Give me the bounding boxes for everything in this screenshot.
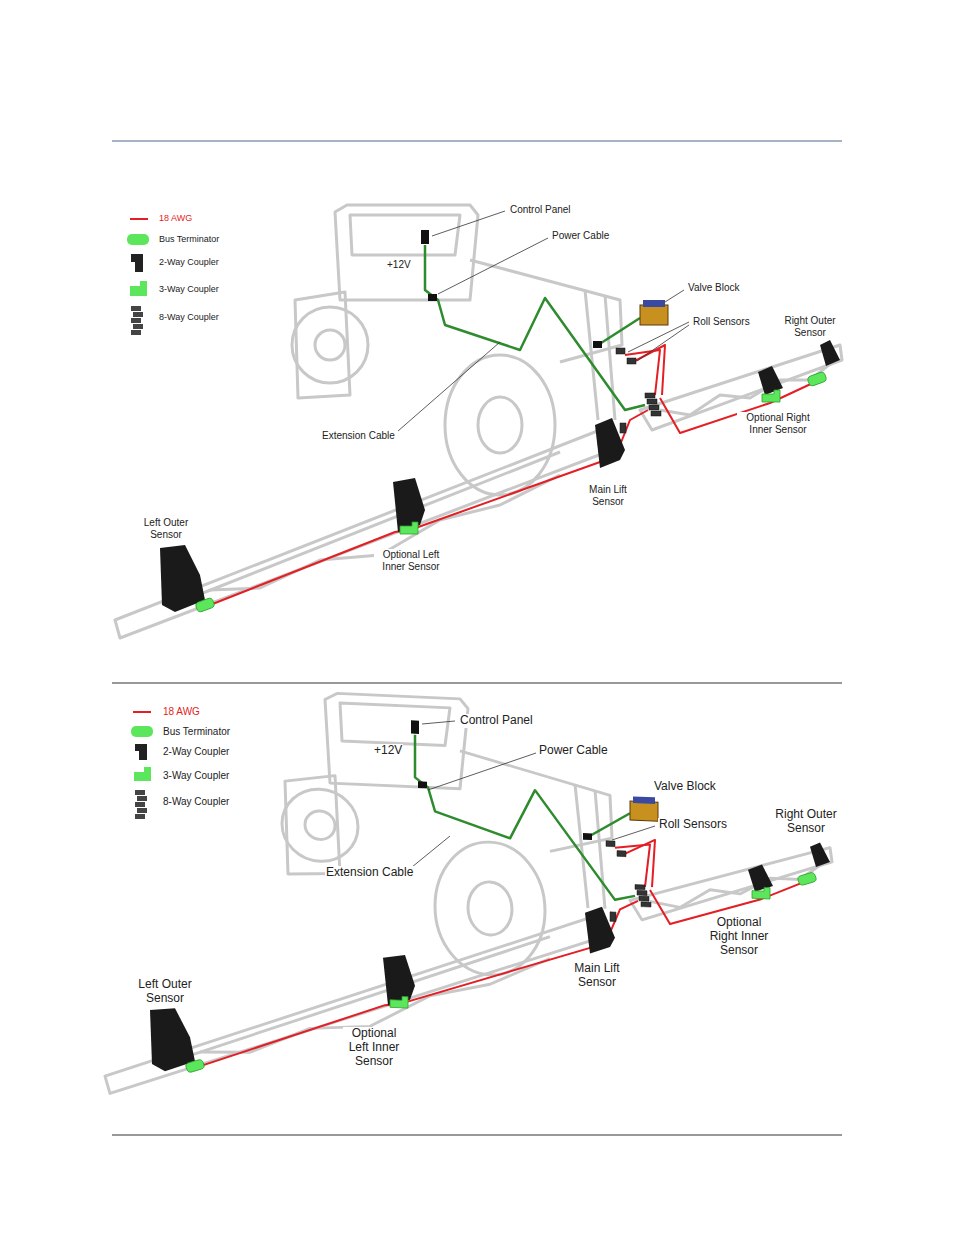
callout-label: Extension Cable bbox=[325, 866, 414, 880]
callout-label: Left Outer Sensor bbox=[136, 517, 196, 540]
callout-label: Control Panel bbox=[459, 714, 534, 728]
callout-label: Optional Right Inner Sensor bbox=[704, 916, 774, 957]
callout-label: Valve Block bbox=[687, 282, 741, 294]
legend-text: 8-Way Coupler bbox=[162, 796, 230, 808]
callout-label: +12V bbox=[373, 744, 403, 758]
callout-label: Left Outer Sensor bbox=[131, 978, 199, 1006]
legend-text: 2-Way Coupler bbox=[162, 746, 230, 758]
callout-label: Optional Right Inner Sensor bbox=[737, 412, 819, 435]
legend-text: 18 AWG bbox=[158, 213, 193, 223]
callout-label: Power Cable bbox=[538, 744, 609, 758]
legend-text: 3-Way Coupler bbox=[158, 284, 220, 294]
callout-label: Optional Left Inner Sensor bbox=[374, 549, 448, 572]
callout-label: Valve Block bbox=[653, 780, 717, 794]
callout-label: Roll Sensors bbox=[658, 818, 728, 832]
legend-text: 8-Way Coupler bbox=[158, 312, 220, 322]
callout-label: Right Outer Sensor bbox=[778, 315, 842, 338]
callout-label: Main Lift Sensor bbox=[566, 962, 628, 990]
callout-label: +12V bbox=[386, 259, 412, 271]
legend-text: Bus Terminator bbox=[158, 234, 220, 244]
callout-label: Power Cable bbox=[551, 230, 610, 242]
callout-label: Optional Left Inner Sensor bbox=[343, 1027, 405, 1068]
callout-label: Right Outer Sensor bbox=[769, 808, 843, 836]
legend-text: 3-Way Coupler bbox=[162, 770, 230, 782]
legend-text: 18 AWG bbox=[162, 706, 201, 718]
callout-label: Roll Sensors bbox=[692, 316, 751, 328]
callout-label: Control Panel bbox=[509, 204, 572, 216]
callout-label: Main Lift Sensor bbox=[582, 484, 634, 507]
legend-text: 2-Way Coupler bbox=[158, 257, 220, 267]
callout-label: Extension Cable bbox=[321, 430, 396, 442]
legend-text: Bus Terminator bbox=[162, 726, 231, 738]
